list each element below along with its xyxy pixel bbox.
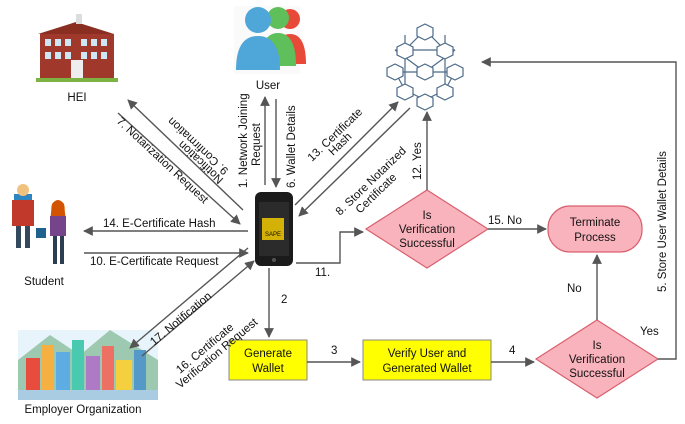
no-label: No (567, 283, 582, 295)
step-11-label: 11. (315, 267, 330, 279)
verify-user-box: Verify User and Generated Wallet (362, 339, 492, 381)
verify-user-line2: Generated Wallet (382, 363, 472, 375)
decision-top: Is Verification Successful (364, 189, 490, 269)
user-label: User (256, 80, 280, 92)
step-10-label: 10. E-Certificate Request (90, 256, 219, 268)
city-skyline-icon (18, 330, 158, 400)
decision-bottom: Is Verification Successful (534, 319, 660, 399)
decision-bottom-line2: Verification (569, 354, 625, 366)
yes-label: Yes (640, 326, 659, 338)
terminate-line1: Terminate (570, 217, 621, 229)
generate-wallet-line1: Generate (244, 348, 292, 360)
employer-label: Employer Organization (25, 404, 142, 416)
blockchain-icon (386, 23, 464, 111)
generate-wallet-line2: Wallet (252, 363, 284, 375)
step-17-label: 17. Notification (148, 290, 214, 348)
decision-top-line3: Successful (399, 238, 455, 250)
hei-label: HEI (67, 92, 86, 104)
arrows (83, 57, 677, 367)
generate-wallet-box: Generate Wallet (228, 339, 308, 381)
step-1-line2: Request (251, 122, 263, 166)
decision-top-line1: Is (423, 210, 432, 222)
step-15-label: 15. No (488, 215, 522, 227)
verify-user-line1: Verify User and (388, 348, 467, 360)
step-12-label: 12. Yes (412, 142, 424, 180)
terminate-line2: Process (574, 232, 616, 244)
decision-bottom-line3: Successful (569, 368, 625, 380)
student-label: Student (24, 276, 64, 288)
user-icon (234, 6, 306, 74)
app-badge-label: SAPE (265, 232, 281, 238)
step-1-line1: 1. Network Joining (238, 93, 250, 188)
step-6-label: 6. Wallet Details (286, 105, 298, 188)
decision-bottom-line1: Is (593, 340, 602, 352)
terminate-box: Terminate Process (547, 205, 643, 253)
step-5-label: 5. Store User Wallet Details (657, 151, 669, 292)
hei-building-icon (36, 14, 118, 82)
decision-top-line2: Verification (399, 224, 455, 236)
step-2-label: 2 (281, 294, 287, 306)
smartphone-icon (255, 192, 293, 266)
step-4-label: 4 (509, 345, 516, 357)
student-icon (12, 184, 66, 264)
step-14-label: 14. E-Certificate Hash (103, 218, 216, 230)
step-3-label: 3 (331, 345, 337, 357)
